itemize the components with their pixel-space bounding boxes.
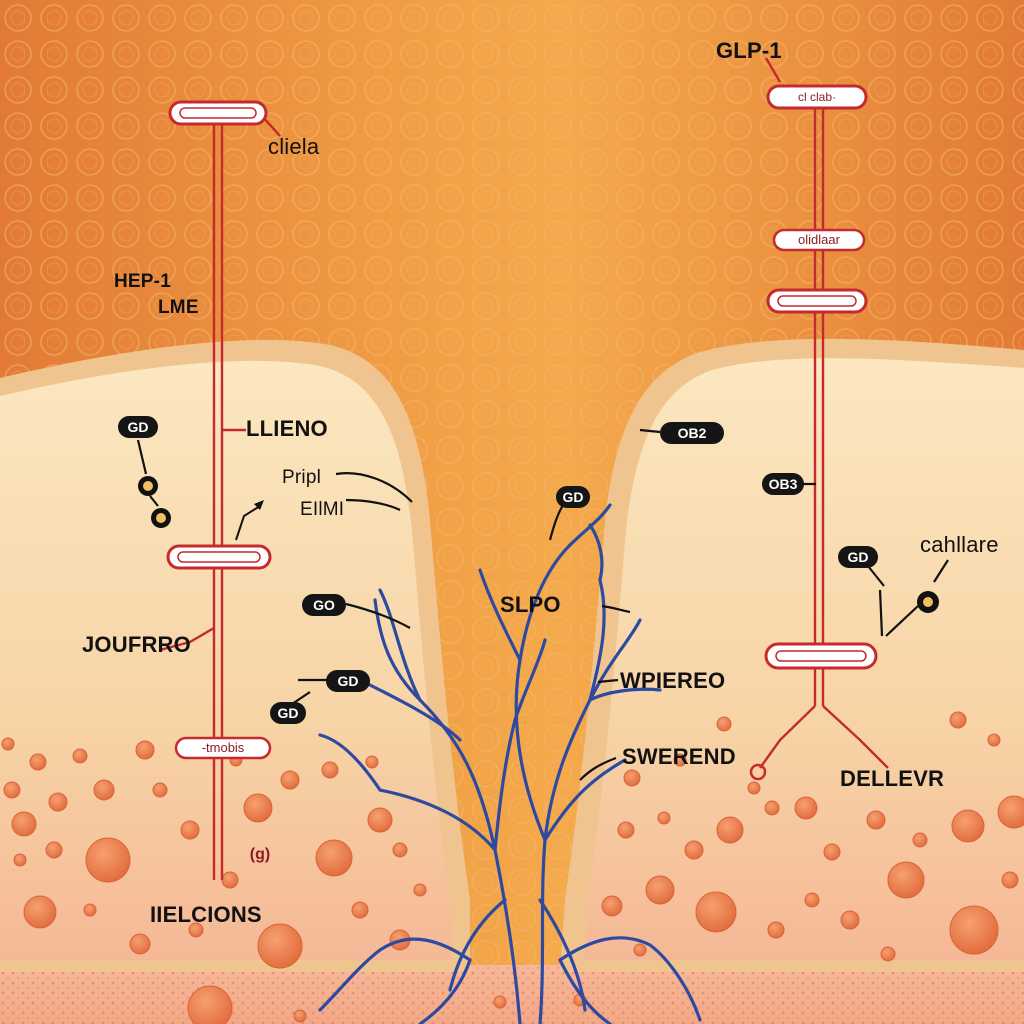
tag-gl-lower: GD bbox=[270, 702, 306, 724]
label-slpo: SLPO bbox=[500, 592, 561, 617]
pill-text-tmobi: -tmobis bbox=[201, 740, 245, 755]
left-lower-receptor bbox=[174, 736, 272, 760]
label-lme: LME bbox=[158, 297, 199, 318]
right-cell-vesicles bbox=[601, 711, 1024, 962]
tag-ob3: OB3 bbox=[762, 473, 804, 495]
tag-gd-lower: GD bbox=[326, 670, 370, 692]
vessel-network bbox=[318, 503, 702, 1024]
floor-texture bbox=[0, 965, 1024, 1024]
pill-text-gp: (g) bbox=[249, 846, 271, 863]
right-mid-receptor bbox=[766, 288, 868, 314]
label-jourro: JOUFRRO bbox=[82, 632, 191, 657]
label-glp1: GLP-1 bbox=[716, 38, 782, 63]
right-lower-receptor-inner bbox=[775, 650, 867, 662]
left-mid-receptor bbox=[166, 544, 272, 570]
label-ielcions: IIELCIONS bbox=[150, 902, 262, 927]
right-top-receptor bbox=[766, 84, 868, 110]
label-cliela: cliela bbox=[268, 134, 320, 159]
left-cell-vesicles bbox=[1, 737, 427, 969]
tag-ob2: OB2 bbox=[660, 422, 724, 444]
tag-gd-left: GD bbox=[118, 416, 158, 438]
tag-go-mid: GO bbox=[302, 594, 346, 616]
pill-text-olidaar: olidlaar bbox=[798, 232, 840, 247]
left-cell-inner bbox=[0, 360, 452, 961]
right-lower-receptor bbox=[764, 642, 878, 670]
label-llieno: LLIENO bbox=[246, 416, 328, 441]
left-top-receptor-inner bbox=[179, 107, 257, 119]
right-olidaar-receptor bbox=[772, 228, 866, 252]
left-top-receptor bbox=[168, 100, 268, 126]
small-arrow-head bbox=[254, 500, 264, 510]
label-cahllare: cahllare bbox=[920, 532, 999, 557]
label-hep1: HEP-1 bbox=[114, 271, 171, 292]
small-ring-holes bbox=[143, 481, 933, 607]
small-arrow bbox=[235, 505, 261, 541]
label-wpiereo: WPIEREO bbox=[620, 668, 726, 693]
pill-text-top-right: cl clab· bbox=[797, 90, 836, 104]
right-mid-receptor-inner bbox=[777, 295, 857, 307]
tag-gd-center: GD bbox=[556, 486, 590, 508]
floor-vesicles bbox=[187, 985, 587, 1024]
tag-gd-right: GD bbox=[838, 546, 878, 568]
label-eilmi: EIlMI bbox=[300, 499, 345, 520]
right-signal-pathway bbox=[759, 57, 889, 769]
label-pripl: Pripl bbox=[282, 467, 322, 488]
label-dellevr: DELLEVR bbox=[840, 766, 945, 791]
left-mid-receptor-inner bbox=[177, 551, 261, 563]
right-red-node bbox=[749, 763, 767, 781]
label-swerend: SWEREND bbox=[622, 744, 736, 769]
